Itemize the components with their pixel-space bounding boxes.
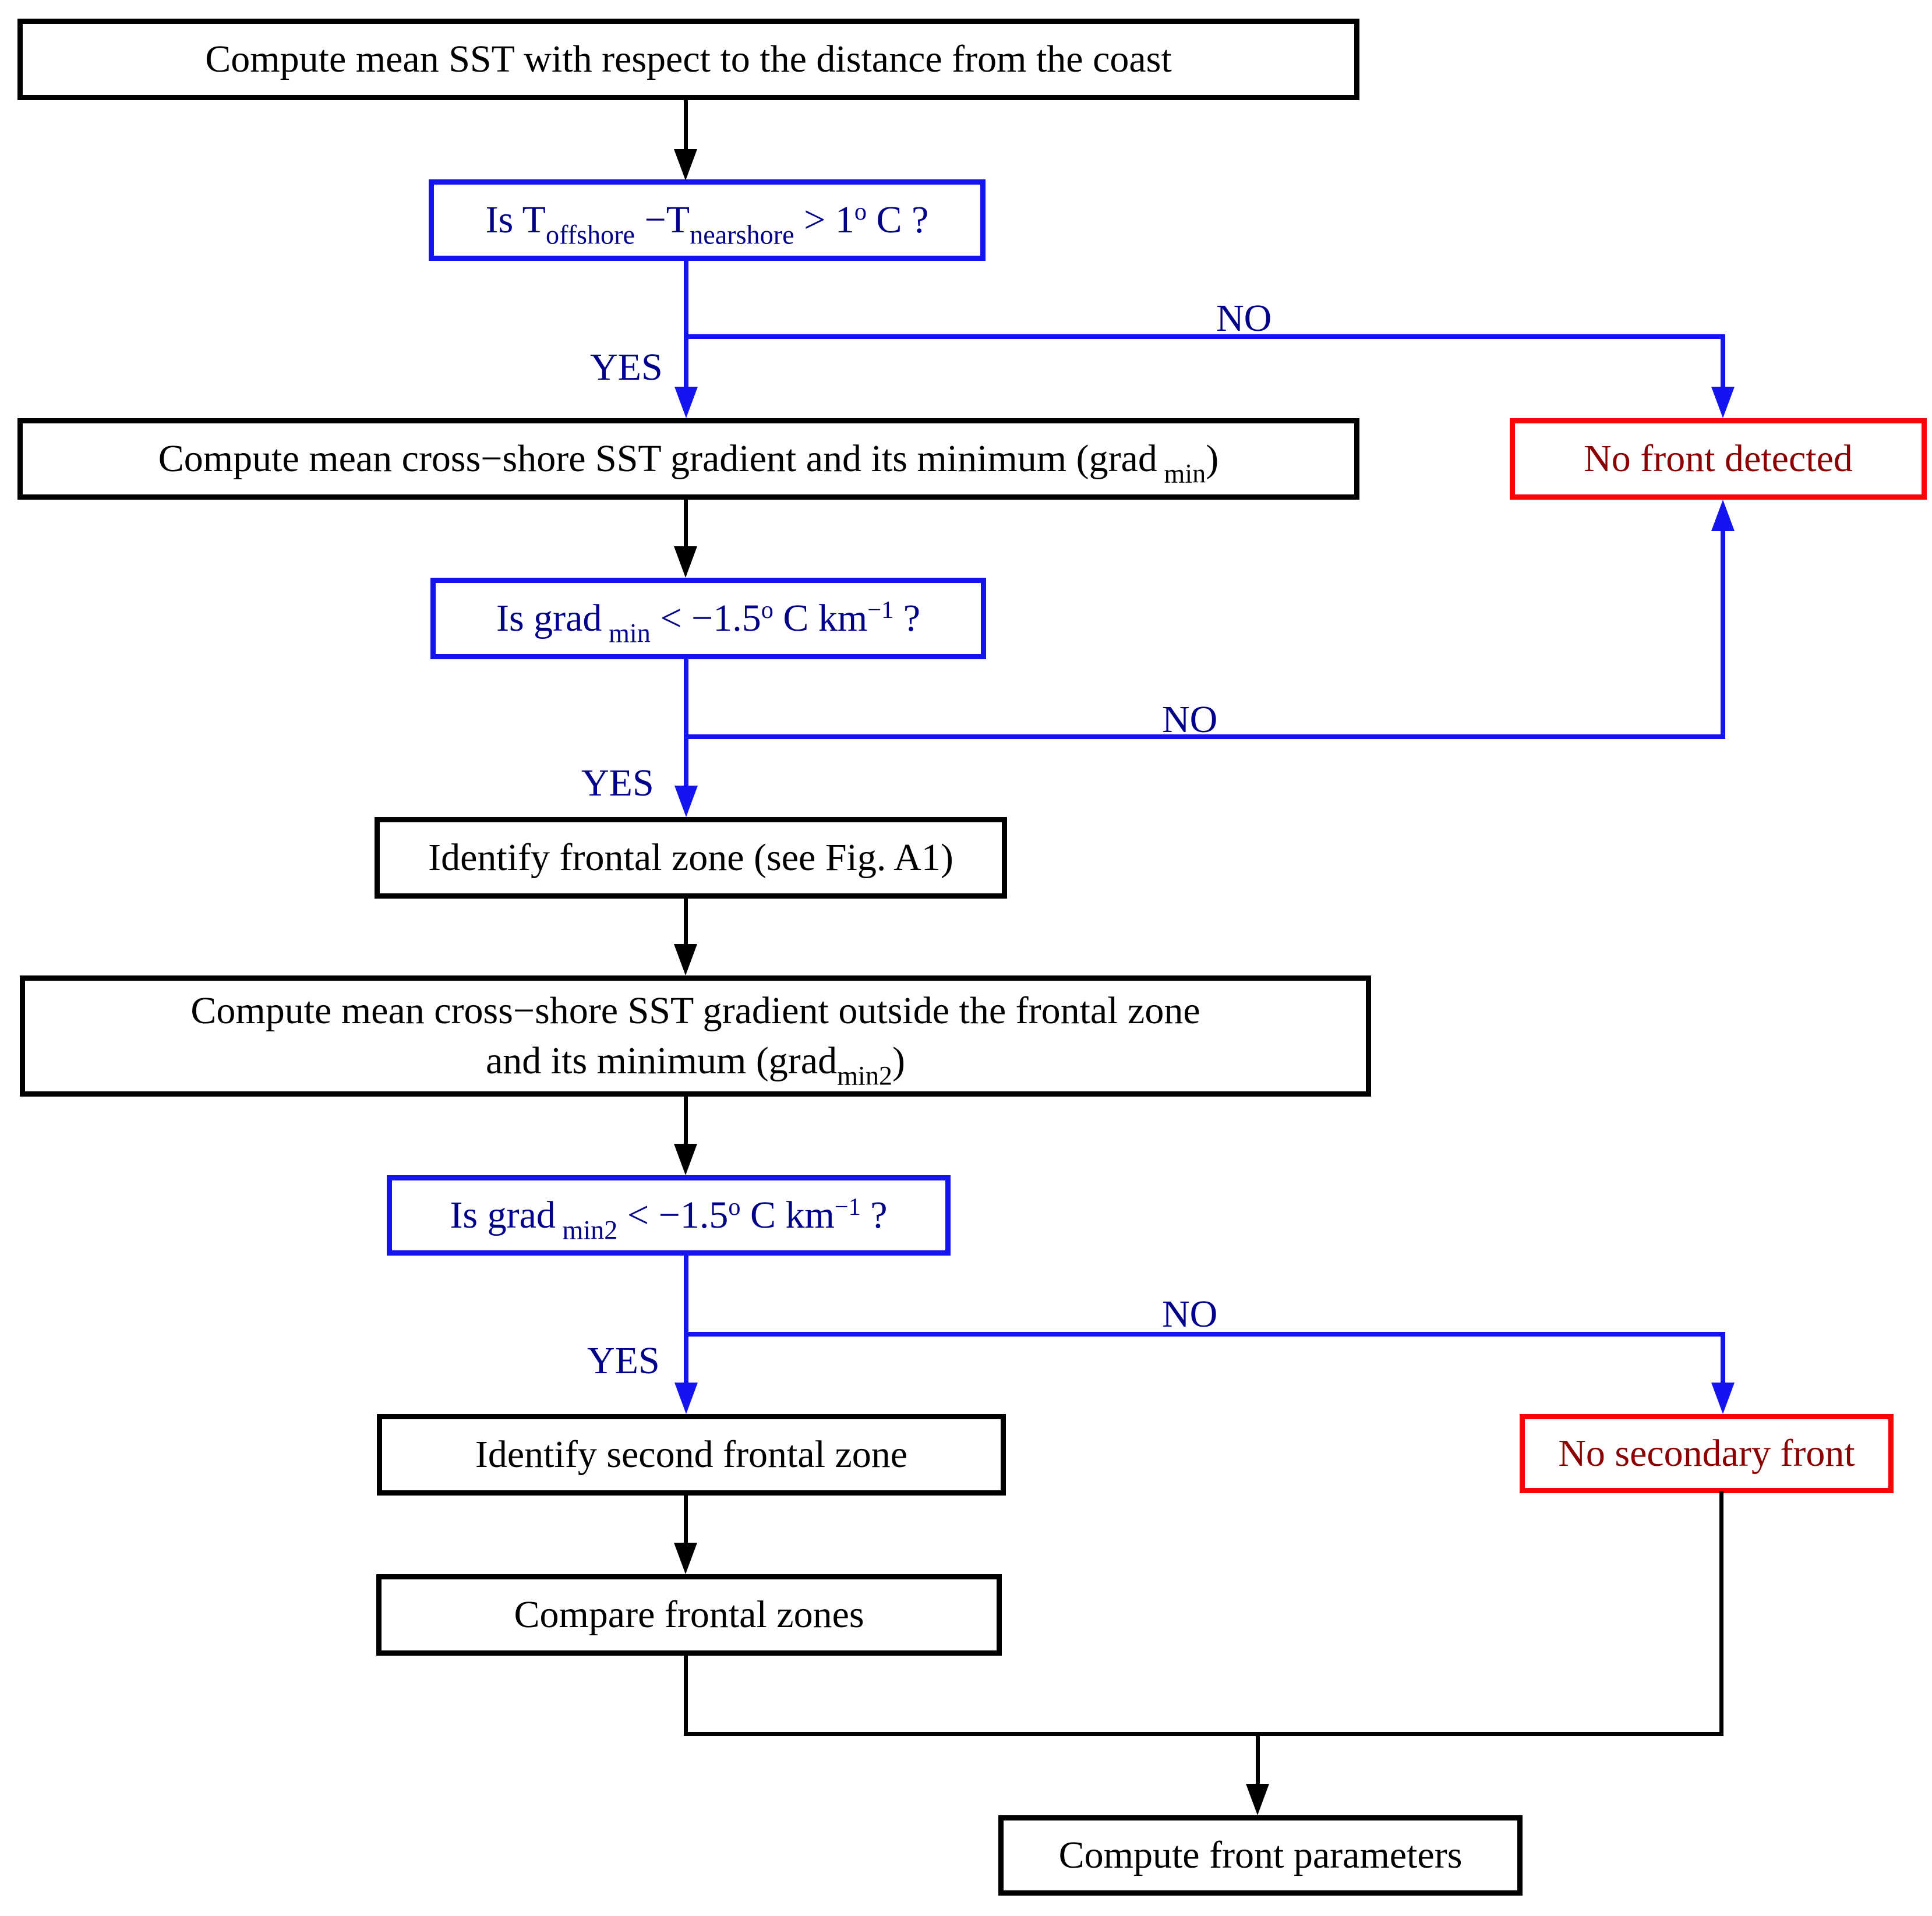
process-compute-mean-sst: Compute mean SST with respect to the dis…: [17, 19, 1359, 100]
label-no-3: NO: [1162, 1293, 1218, 1335]
process-compute-gradient-text: Compute mean cross−shore SST gradient an…: [158, 437, 1219, 489]
connector-gradientoutside-to-decision3: [684, 1097, 688, 1146]
terminal-no-front-detected: No front detected: [1510, 418, 1927, 500]
decision-gradmin: Is grad min < −1.5o C km−1 ?: [430, 578, 986, 659]
terminal-no-secondary-front: No secondary front: [1520, 1414, 1894, 1493]
arrowhead-down-icon: [674, 149, 697, 181]
process-identify-frontal-zone: Identify frontal zone (see Fig. A1): [375, 817, 1007, 899]
arrowhead-up-icon: [1711, 500, 1735, 531]
label-no-1: NO: [1216, 297, 1272, 340]
arrowhead-down-icon: [674, 1543, 697, 1574]
process-compute-gradient-outside: Compute mean cross−shore SST gradient ou…: [20, 975, 1371, 1097]
process-identify-second-frontal-zone: Identify second frontal zone: [377, 1414, 1006, 1496]
connector-gradient-to-decision2: [684, 500, 688, 549]
decision-gradmin2: Is grad min2 < −1.5o C km−1 ?: [387, 1175, 951, 1256]
arrowhead-down-icon: [674, 1383, 698, 1414]
process-compute-front-parameters-text: Compute front parameters: [1058, 1834, 1463, 1877]
process-compute-front-parameters: Compute front parameters: [998, 1815, 1523, 1896]
process-compute-gradient-outside-line2: and its minimum (gradmin2): [485, 1040, 906, 1091]
process-compute-gradient-outside-line1: Compute mean cross−shore SST gradient ou…: [190, 989, 1200, 1033]
terminal-no-front-detected-text: No front detected: [1584, 437, 1853, 480]
arrowhead-down-icon: [674, 944, 697, 975]
connector-merge-to-parameters: [1256, 1732, 1260, 1786]
arrowhead-down-icon: [674, 387, 698, 418]
connector-no3-horizontal: [684, 1332, 1725, 1337]
process-compare-frontal-zones: Compare frontal zones: [376, 1574, 1002, 1656]
connector-frontalzone-to-gradientoutside: [684, 899, 688, 946]
connector-sst-to-decision1: [684, 100, 688, 153]
arrowhead-down-icon: [674, 1144, 697, 1175]
process-compare-frontal-zones-text: Compare frontal zones: [514, 1593, 864, 1636]
connector-yes3: [684, 1256, 688, 1384]
arrowhead-down-icon: [1246, 1784, 1269, 1815]
process-compute-mean-sst-text: Compute mean SST with respect to the dis…: [205, 38, 1172, 81]
label-yes-2: YES: [581, 762, 654, 804]
label-no-2: NO: [1162, 698, 1218, 741]
connector-no3-vertical: [1721, 1332, 1725, 1384]
decision-gradmin2-text: Is grad min2 < −1.5o C km−1 ?: [450, 1193, 888, 1245]
connector-no2-vertical: [1721, 530, 1725, 739]
connector-yes1: [684, 261, 688, 388]
terminal-no-secondary-front-text: No secondary front: [1558, 1432, 1855, 1475]
connector-nosecondary-to-merge: [1719, 1491, 1723, 1736]
arrowhead-down-icon: [1711, 387, 1735, 418]
arrowhead-down-icon: [674, 546, 697, 578]
decision-temp-difference-text: Is Toffshore −Tnearshore > 1o C ?: [485, 198, 929, 250]
connector-no2-horizontal: [684, 734, 1725, 739]
connector-secondzone-to-compare: [684, 1493, 688, 1546]
process-compute-gradient: Compute mean cross−shore SST gradient an…: [17, 418, 1359, 500]
decision-gradmin-text: Is grad min < −1.5o C km−1 ?: [496, 596, 920, 648]
connector-no1-vertical: [1721, 334, 1725, 388]
connector-no1-horizontal: [684, 334, 1725, 339]
process-identify-frontal-zone-text: Identify frontal zone (see Fig. A1): [428, 836, 953, 879]
connector-compare-to-merge: [684, 1656, 688, 1736]
arrowhead-down-icon: [1711, 1383, 1735, 1414]
label-yes-3: YES: [587, 1339, 660, 1382]
arrowhead-down-icon: [674, 786, 698, 817]
connector-merge-horizontal: [684, 1732, 1723, 1736]
process-identify-second-frontal-zone-text: Identify second frontal zone: [475, 1433, 908, 1476]
label-yes-1: YES: [590, 346, 663, 388]
connector-yes2: [684, 659, 688, 787]
decision-temp-difference: Is Toffshore −Tnearshore > 1o C ?: [429, 179, 986, 261]
